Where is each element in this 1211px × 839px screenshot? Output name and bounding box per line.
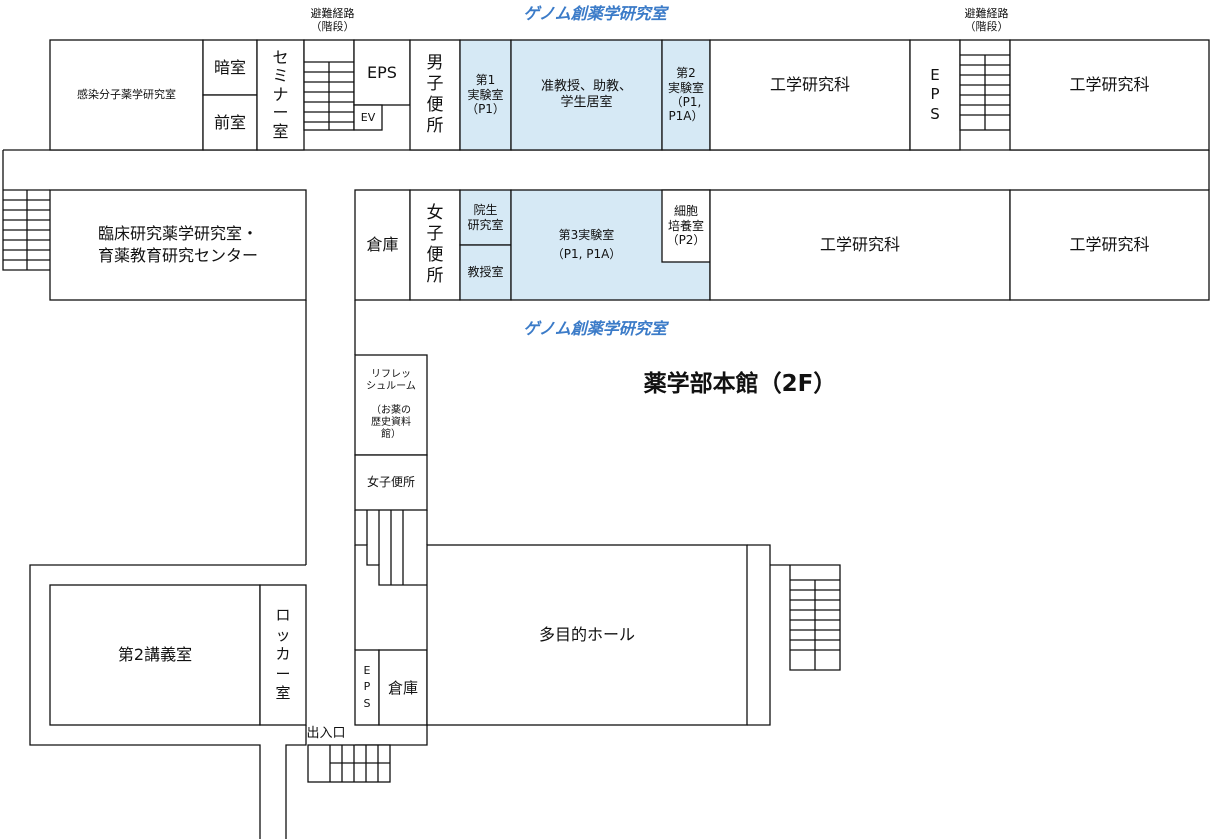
- room-prof: [459, 244, 512, 301]
- label-souko1: 倉庫: [366, 235, 399, 255]
- label-womens-wc1: 女 子 便 所: [426, 202, 444, 287]
- stair-left: [3, 189, 50, 270]
- room-souko1: [354, 189, 411, 301]
- label-eng3: 工学研究科: [819, 235, 900, 255]
- label-mens-wc: 男 子 便 所: [426, 52, 444, 137]
- room-womens-wc1: [409, 189, 461, 301]
- label-eps-top: EPS: [367, 62, 397, 82]
- room-lecture2: [49, 584, 261, 726]
- stair-center: [354, 510, 428, 586]
- room-eng2: [1009, 39, 1210, 151]
- label-hall: 多目的ホール: [538, 625, 635, 645]
- label-lab3: 第3実験室 （P1, P1A）: [551, 227, 622, 261]
- room-seminar: [256, 39, 305, 151]
- room-eng3: [709, 189, 1011, 301]
- room-refresh: [354, 354, 428, 456]
- room-lab2: [661, 39, 711, 151]
- evac-route-label-right: 避難経路 （階段）: [964, 6, 1009, 33]
- hall-annex: [747, 544, 771, 726]
- room-hall: [426, 544, 748, 726]
- group-label-bottom: ゲノム創薬学研究室: [523, 319, 667, 339]
- room-eng1: [709, 39, 911, 151]
- room-zenshitsu: [202, 94, 258, 151]
- evac-route-label-left: 避難経路 （階段）: [310, 6, 355, 33]
- label-eps-right: E P S: [930, 65, 940, 123]
- label-lab2: 第2 実験室 （P1, P1A）: [667, 66, 704, 124]
- label-eps-bottom: E P S: [363, 663, 371, 710]
- label-cell: 細胞 培養室 （P2）: [666, 204, 706, 248]
- stair-hall-right: [770, 564, 841, 671]
- room-eps-right: [909, 39, 961, 151]
- room-eng4: [1009, 189, 1210, 301]
- corridor-wall-entrance: [355, 725, 428, 746]
- room-mens-wc: [409, 39, 461, 151]
- label-lecture2: 第2講義室: [117, 645, 193, 665]
- room-ev: [353, 104, 383, 131]
- label-grad: 院生 研究室: [467, 203, 504, 232]
- room-eps-bottom: [354, 649, 380, 726]
- stair-entrance: [307, 744, 391, 783]
- label-entrance: 出入口: [306, 726, 346, 742]
- label-eng2: 工学研究科: [1069, 75, 1150, 95]
- label-lab1: 第1 実験室 （P1）: [466, 73, 505, 117]
- group-label-top: ゲノム創薬学研究室: [523, 4, 667, 24]
- room-anshitsu: [202, 39, 258, 96]
- label-eng4: 工学研究科: [1069, 235, 1150, 255]
- label-seminar: セ ミ ナ ー 室: [272, 48, 289, 141]
- room-lab1: [459, 39, 512, 151]
- label-locker: ロ ッ カ ー 室: [275, 606, 291, 703]
- label-kansen: 感染分子薬学研究室: [77, 88, 176, 102]
- room-kansen: [49, 39, 204, 151]
- stair-lines-top-right: [960, 54, 1010, 130]
- label-ev: EV: [360, 110, 376, 124]
- room-locker: [259, 584, 307, 726]
- label-prof: 教授室: [467, 265, 504, 280]
- label-refresh: リフレッ シュルーム （お薬の 歴史資料 館）: [366, 369, 416, 440]
- room-rinsho: [49, 189, 307, 301]
- stair-lines-top-left: [304, 61, 354, 130]
- room-souko2: [378, 649, 428, 726]
- map-title: 薬学部本館（2F）: [643, 371, 837, 398]
- label-womens-wc2: 女子便所: [366, 475, 415, 490]
- label-rinsho: 臨床研究薬学研究室・ 育薬教育研究センター: [97, 223, 258, 265]
- label-staff: 准教授、助教、 学生居室: [540, 79, 632, 110]
- corridor-wall-entrance: [285, 725, 307, 839]
- label-eng1: 工学研究科: [769, 75, 850, 95]
- corridor-wall-lower: [29, 564, 306, 839]
- label-souko2: 倉庫: [387, 678, 418, 697]
- label-anshitsu: 暗室: [213, 57, 246, 77]
- room-staff: [510, 39, 663, 151]
- label-zenshitsu: 前室: [213, 112, 246, 132]
